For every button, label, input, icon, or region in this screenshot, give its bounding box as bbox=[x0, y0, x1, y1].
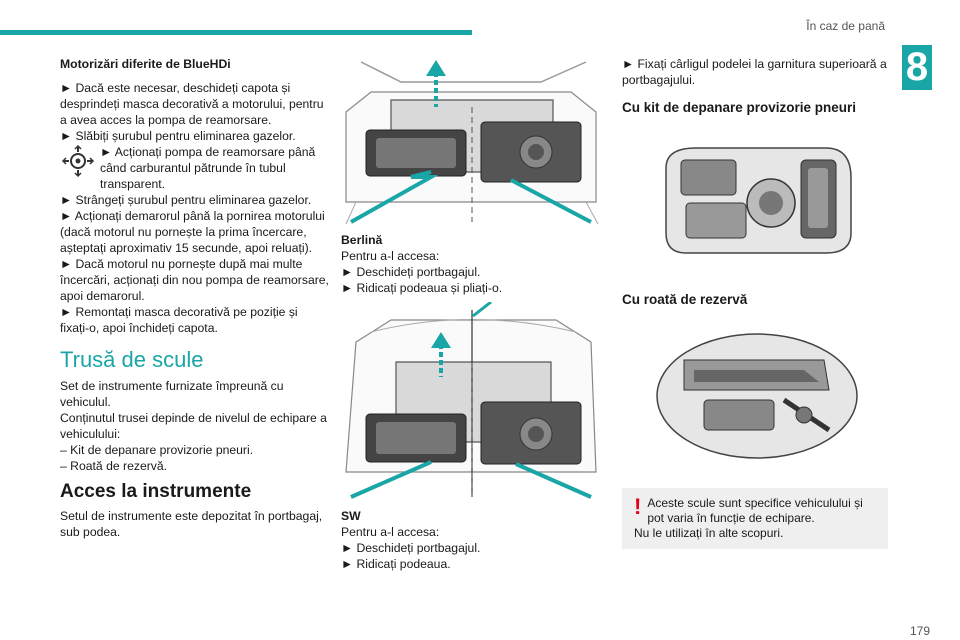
chapter-badge: 8 bbox=[902, 45, 932, 90]
heading-tool-kit: Trusă de scule bbox=[60, 347, 204, 372]
column-2: Berlină Pentru a-l accesa: ► Deschideți … bbox=[341, 52, 603, 572]
label-sw: SW bbox=[341, 509, 361, 523]
heading-spare-wheel: Cu roată de rezervă bbox=[622, 292, 748, 307]
step-starter: ► Acționați demarorul până la pornirea m… bbox=[60, 209, 325, 255]
access-text: Setul de instrumente este depozitat în p… bbox=[60, 509, 323, 539]
step-tighten-screw: ► Strângeți șurubul pentru eliminarea ga… bbox=[60, 193, 312, 207]
step-repeat: ► Dacă motorul nu pornește după mai mult… bbox=[60, 257, 329, 303]
berlina-access: Pentru a-l accesa: bbox=[341, 249, 440, 263]
step-fix-hook: ► Fixați cârligul podelei la garnitura s… bbox=[622, 57, 887, 87]
berlina-step-open: ► Deschideți portbagajul. bbox=[341, 265, 481, 279]
step-refit-cover: ► Remontați masca decorativă pe poziție … bbox=[60, 305, 298, 335]
sw-access: Pentru a-l accesa: bbox=[341, 525, 440, 539]
step-operate-pump: ► Acționați pompa de reamorsare până cân… bbox=[100, 145, 316, 191]
sw-step-open: ► Deschideți portbagajul. bbox=[341, 541, 481, 555]
step-loosen-screw: ► Slăbiți șurubul pentru eliminarea gaze… bbox=[60, 129, 296, 143]
tools-item-spare: – Roată de rezervă. bbox=[60, 459, 168, 473]
trunk-illustration-hatchback bbox=[341, 52, 603, 226]
berlina-step-lift: ► Ridicați podeaua și pliați-o. bbox=[341, 281, 503, 295]
step-open-bonnet: ► Dacă este necesar, deschideți capota ș… bbox=[60, 81, 324, 127]
tools-content: Conținutul trusei depinde de nivelul de … bbox=[60, 411, 327, 441]
heading-access-tools: Acces la instrumente bbox=[60, 481, 252, 502]
warning-note: ! Aceste scule sunt specifice vehicululu… bbox=[622, 488, 888, 549]
header-accent-bar bbox=[0, 30, 472, 35]
tools-intro: Set de instrumente furnizate împreună cu… bbox=[60, 379, 284, 409]
heading-repair-kit: Cu kit de depanare provizorie pneuri bbox=[622, 100, 857, 115]
page-number: 179 bbox=[909, 624, 930, 638]
repair-kit-illustration bbox=[665, 147, 852, 254]
tools-item-kit: – Kit de depanare provizorie pneuri. bbox=[60, 443, 254, 457]
note-specific-tools: Aceste scule sunt specifice vehiculului … bbox=[647, 496, 863, 525]
priming-pump-icon bbox=[61, 144, 95, 178]
label-berlina: Berlină bbox=[341, 233, 383, 247]
trunk-illustration-sw bbox=[341, 302, 603, 502]
subtitle-engines: Motorizări diferite de BlueHDi bbox=[60, 57, 231, 71]
warning-icon: ! bbox=[634, 494, 642, 519]
spare-wheel-tools-illustration bbox=[656, 333, 858, 459]
sw-step-lift: ► Ridicați podeaua. bbox=[341, 557, 451, 571]
column-1: Motorizări diferite de BlueHDi ► Dacă es… bbox=[60, 56, 330, 540]
pump-step-row: ► Acționați pompa de reamorsare până cân… bbox=[60, 144, 330, 192]
section-title: În caz de pană bbox=[806, 19, 885, 33]
column-3: ► Fixați cârligul podelei la garnitura s… bbox=[622, 56, 888, 549]
note-no-other-use: Nu le utilizați în alte scopuri. bbox=[634, 526, 784, 540]
